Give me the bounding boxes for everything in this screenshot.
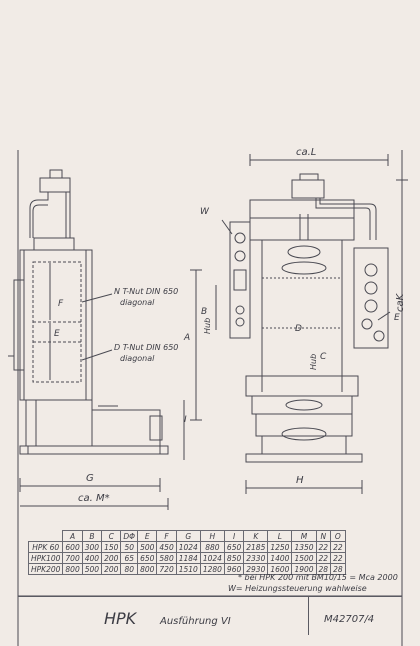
table-cell: 1280	[199, 563, 225, 575]
table-cell: HPK200	[27, 563, 64, 575]
table-header-row: A B C DΦ E F G H I K L M N O	[28, 530, 346, 542]
callout-w: W	[200, 207, 209, 217]
dim-label-e-left: E	[54, 329, 60, 339]
title-block: HPK Ausführung VI M42707/4	[18, 596, 402, 635]
footnote-heizung: W= Heizungssteuerung wahlweise	[228, 584, 367, 593]
table-cell: 1900	[291, 563, 317, 575]
dim-label-ca-l: ca.L	[296, 147, 317, 158]
table-cell: 80	[120, 563, 139, 575]
table-header-cell: B	[81, 530, 103, 542]
dim-label-d: D	[295, 324, 302, 334]
dim-label-a: A	[184, 333, 191, 343]
table-cell: 22	[315, 541, 332, 553]
table-cell: HPK100	[27, 552, 64, 564]
table-cell: 850	[223, 552, 245, 564]
dim-label-ca-m: ca. M*	[78, 493, 110, 504]
table-cell: 22	[330, 552, 346, 564]
table-header-cell: L	[267, 530, 293, 542]
table-header-cell: DΦ	[120, 530, 139, 542]
table-cell: 1400	[267, 552, 293, 564]
table-cell: 580	[156, 552, 177, 564]
table-header-cell: G	[175, 530, 201, 542]
table-cell: 300	[81, 541, 103, 553]
table-row: HPK 60 600 300 150 50 500 450 1024 880 6…	[27, 541, 346, 553]
dim-label-b: B	[201, 307, 208, 317]
table-cell: 1024	[175, 541, 201, 553]
table-cell: 960	[223, 563, 245, 575]
note-nt-nut: N T-Nut DIN 650	[114, 287, 179, 296]
table-header-cell: N	[315, 530, 332, 542]
table-header-cell	[28, 530, 64, 542]
table-cell: 880	[199, 541, 225, 553]
drawing-title: HPK	[104, 609, 137, 628]
drawing-subtitle: Ausführung VI	[160, 616, 231, 627]
footnote-mca: * bei HPK 200 mit BM10/15 = Mca 2000	[238, 573, 398, 582]
table-row: HPK200 800 500 200 80 800 720 1510 1280 …	[27, 563, 346, 575]
dim-label-h: H	[296, 475, 304, 486]
table-header-cell: C	[101, 530, 122, 542]
table-cell: HPK 60	[27, 541, 64, 553]
table-cell: 450	[156, 541, 177, 553]
table-header-cell: M	[291, 530, 317, 542]
callout-e-right: E	[394, 313, 400, 323]
note-diagonal-2: diagonal	[120, 354, 155, 363]
table-header-cell: H	[199, 530, 225, 542]
dim-label-hub-b: Hub	[203, 317, 212, 334]
table-cell: 800	[62, 563, 83, 575]
side-view-machine	[8, 169, 169, 510]
table-header-cell: A	[62, 530, 83, 542]
table-cell: 800	[137, 563, 158, 575]
front-view-machine	[183, 154, 408, 494]
table-cell: 2185	[243, 541, 269, 553]
table-header-cell: O	[330, 530, 346, 542]
table-cell: 1500	[291, 552, 317, 564]
table-cell: 1350	[291, 541, 317, 553]
table-cell: 1184	[175, 552, 201, 564]
table-cell: 22	[330, 541, 346, 553]
dim-label-i: I	[184, 415, 187, 425]
table-cell: 22	[315, 552, 332, 564]
table-header-cell: E	[137, 530, 158, 542]
table-cell: 650	[137, 552, 158, 564]
table-cell: 1024	[199, 552, 225, 564]
table-header-cell: I	[223, 530, 245, 542]
table-cell: 600	[62, 541, 83, 553]
table-cell: 1250	[267, 541, 293, 553]
dim-label-ca-k: caK	[395, 293, 406, 312]
table-cell: 150	[101, 541, 122, 553]
drawing-number: M42707/4	[324, 614, 375, 625]
table-cell: 65	[120, 552, 139, 564]
table-header-cell: K	[243, 530, 269, 542]
title-block-divider	[308, 597, 309, 635]
dim-label-g: G	[86, 473, 94, 484]
table-cell: 1510	[175, 563, 201, 575]
table-header-cell: F	[156, 530, 177, 542]
table-cell: 28	[330, 563, 346, 575]
table-cell: 400	[81, 552, 103, 564]
table-row: HPK100 700 400 200 65 650 580 1184 1024 …	[27, 552, 346, 564]
dimension-table: A B C DΦ E F G H I K L M N O HPK 60 600 …	[27, 530, 346, 575]
table-cell: 200	[101, 563, 122, 575]
table-cell: 50	[120, 541, 139, 553]
table-cell: 2330	[243, 552, 269, 564]
note-diagonal-1: diagonal	[120, 298, 155, 307]
table-cell: 500	[81, 563, 103, 575]
note-dt-nut: D T-Nut DIN 650	[114, 343, 179, 352]
dim-label-f: F	[58, 299, 64, 309]
table-cell: 720	[156, 563, 177, 575]
table-cell: 650	[223, 541, 245, 553]
dim-label-hub-c: Hub	[309, 353, 318, 370]
dim-label-c: C	[320, 352, 327, 362]
table-cell: 200	[101, 552, 122, 564]
table-cell: 500	[137, 541, 158, 553]
table-cell: 700	[62, 552, 83, 564]
